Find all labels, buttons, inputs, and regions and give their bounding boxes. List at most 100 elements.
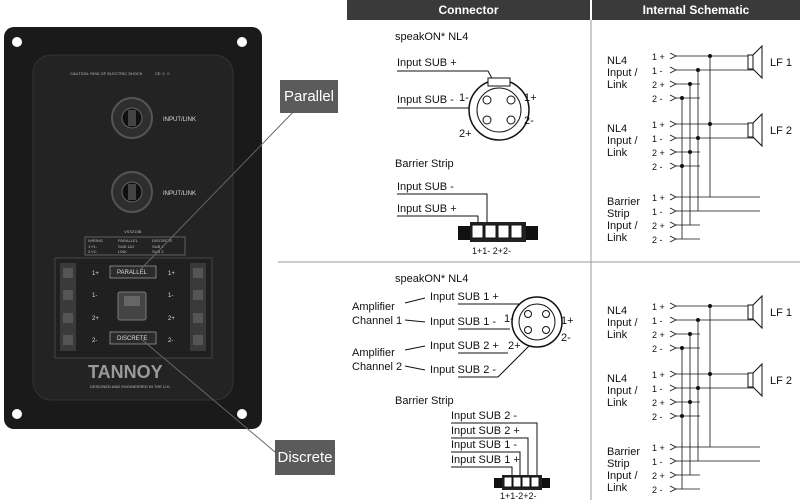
schematic-pin-label: 2 -	[652, 162, 663, 172]
strip-pin-labels: 1+1-2+2-	[500, 491, 537, 500]
schematic-pin-label: 2 +	[652, 471, 665, 481]
discrete-callout: Discrete	[275, 440, 335, 475]
pin-arrow	[669, 485, 677, 493]
pin-label: 2+	[92, 316, 99, 322]
junction-dot	[696, 386, 700, 390]
pin-label: 2+	[459, 128, 472, 140]
parallel-leader	[139, 104, 301, 271]
table-cell: 1+/1-	[88, 244, 98, 249]
amp2-label: Amplifier	[352, 347, 395, 359]
speaker-cone	[752, 44, 763, 80]
terminal-right[interactable]	[190, 263, 206, 351]
junction-dot	[708, 372, 712, 376]
discrete-text: DISCRETE	[117, 336, 147, 342]
input-label: Input SUB 1 -	[430, 316, 496, 328]
schematic-label: Link	[607, 79, 628, 91]
pin-arrow	[669, 344, 677, 352]
wire	[451, 422, 538, 476]
wire	[458, 344, 531, 378]
pin-arrow	[669, 443, 677, 451]
input-label: Input SUB 1 +	[430, 291, 499, 303]
schematic-label: Input /	[607, 385, 639, 397]
schematic-pin-label: 1 -	[652, 384, 663, 394]
schematic-label: Strip	[607, 208, 630, 220]
schematic-label: NL4	[607, 55, 627, 67]
speakon-socket-1[interactable]	[111, 97, 153, 139]
schematic-pin-label: 2 -	[652, 235, 663, 245]
connector-header: Connector	[347, 0, 590, 20]
schematic-pin-label: 1 +	[652, 302, 665, 312]
junction-dot	[680, 164, 684, 168]
schematic-pin-label: 1 +	[652, 120, 665, 130]
wire	[451, 437, 529, 476]
schematic-label: Input /	[607, 220, 639, 232]
schematic-label: Link	[607, 232, 628, 244]
input-sub-minus-label: Input SUB -	[397, 94, 454, 106]
schematic-pin-label: 1 +	[652, 443, 665, 453]
barrier-input-label: Input SUB 1 +	[451, 454, 520, 466]
schematic-pin-label: 1 -	[652, 66, 663, 76]
schematic-pin-label: 2 +	[652, 221, 665, 231]
pin-arrow	[669, 66, 677, 74]
speaker-icon	[747, 122, 754, 138]
schematic-pin-label: 2 +	[652, 148, 665, 158]
pin-arrow	[669, 120, 677, 128]
table-head: DISCRETE	[152, 238, 173, 243]
pin-arrow	[669, 384, 677, 392]
schematic-label: Link	[607, 482, 628, 494]
table-cell: 2+/2-	[88, 249, 98, 254]
speakon-plug-top	[468, 77, 530, 141]
discrete-leader	[139, 337, 276, 453]
speaker-icon	[747, 54, 754, 70]
pin-arrow	[669, 52, 677, 60]
schematic-label: Strip	[607, 458, 630, 470]
speaker-cone	[752, 294, 763, 330]
schematic-label: Input /	[607, 470, 639, 482]
speaker-label: LF 1	[770, 307, 792, 319]
schematic-pin-label: 2 +	[652, 80, 665, 90]
terminal-left[interactable]	[60, 263, 76, 351]
pin-label: 2-	[92, 338, 97, 344]
pin-label: 1-	[92, 293, 97, 299]
speakon-title: speakON* NL4	[395, 273, 468, 285]
schematic-label: Link	[607, 147, 628, 159]
schematic-pin-label: 2 -	[652, 94, 663, 104]
speaker-cone	[752, 112, 763, 148]
speakon-socket-2[interactable]	[111, 171, 153, 213]
schematic-pin-label: 2 +	[652, 330, 665, 340]
junction-dot	[708, 122, 712, 126]
warning-text: CAUTION: RISK OF ELECTRIC SHOCK	[70, 71, 143, 76]
schematic-pin-label: 1 +	[652, 370, 665, 380]
pin-label: 1-	[504, 313, 514, 325]
pin-label: 2-	[524, 115, 534, 127]
parallel-marker	[109, 265, 157, 279]
speaker-icon	[747, 372, 754, 388]
junction-dot	[680, 414, 684, 418]
schematic-label: Barrier	[607, 196, 640, 208]
arrow	[404, 345, 426, 351]
barrier-plus-label: Input SUB +	[397, 203, 457, 215]
brand-subtitle: DESIGNED AND ENGINEERED IN THE U.K.	[90, 384, 171, 389]
pin-arrow	[669, 193, 677, 201]
pin-label: 2-	[561, 332, 571, 344]
pin-label: 1+	[561, 315, 574, 327]
pin-arrow	[669, 221, 677, 229]
schematic-label: NL4	[607, 305, 627, 317]
schematic-label: NL4	[607, 123, 627, 135]
strip-pin-labels: 1+1- 2+2-	[472, 246, 511, 256]
schematic-pin-label: 1 -	[652, 316, 663, 326]
amp1-label: Amplifier	[352, 301, 395, 313]
pin-arrow	[669, 235, 677, 243]
barrier-title: Barrier Strip	[395, 395, 454, 407]
wire	[397, 193, 488, 224]
junction-dot	[688, 400, 692, 404]
junction-dot	[688, 150, 692, 154]
barrier-strip-top	[458, 222, 538, 242]
top-connector-section: speakON* NL4 Input SUB + Input SUB - 1- …	[395, 31, 538, 256]
ce-mark: CE ⚠ ♲	[155, 71, 170, 76]
speakon-title: speakON* NL4	[395, 31, 468, 43]
wire	[397, 215, 479, 224]
schematic-pin-label: 2 -	[652, 412, 663, 422]
arrow	[404, 319, 426, 323]
